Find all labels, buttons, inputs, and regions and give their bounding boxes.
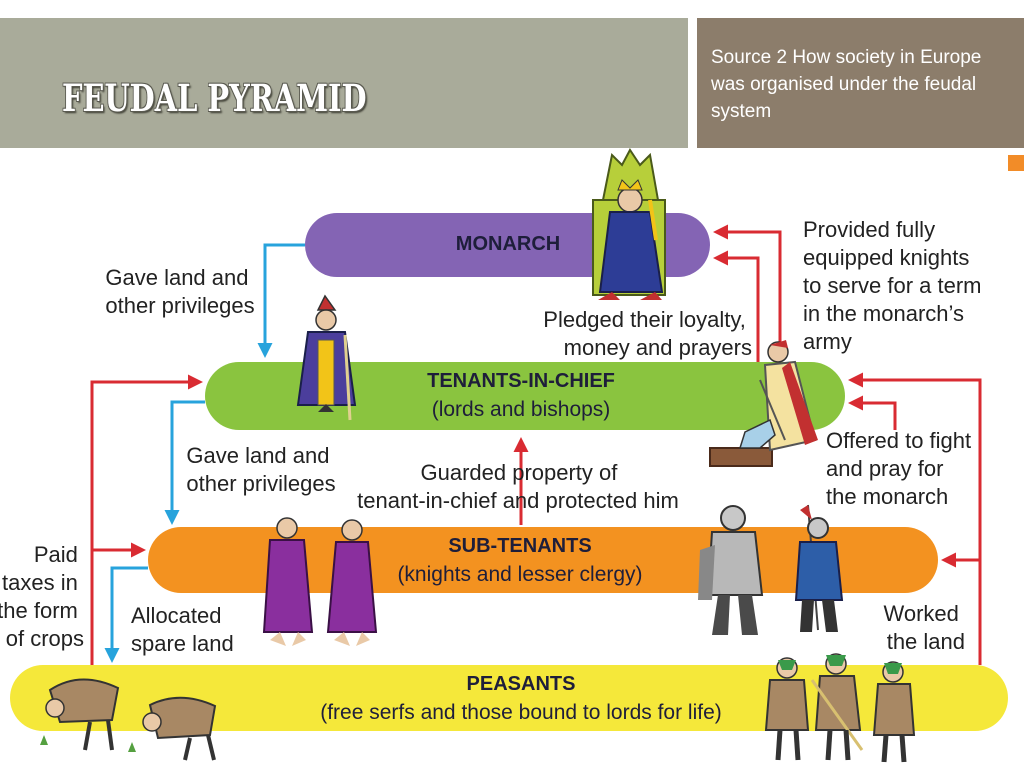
lord-kneeling-icon xyxy=(709,340,818,467)
label-offered: Offered to fight and pray for the monarc… xyxy=(826,428,977,509)
label-paid: Paid taxes in the form of crops xyxy=(0,542,84,651)
peasant-icon xyxy=(764,657,810,761)
tenants-title: TENANTS-IN-CHIEF xyxy=(427,370,615,392)
peasant-icon xyxy=(872,661,916,763)
source-caption: Source 2 How society in Europe was organ… xyxy=(711,47,982,122)
peasants-title: PEASANTS xyxy=(467,673,576,695)
monarch-title: MONARCH xyxy=(456,233,560,255)
arrow-offered xyxy=(848,395,897,430)
monk-icon xyxy=(262,517,314,646)
subtenants-subtitle: (knights and lesser clergy) xyxy=(397,563,642,586)
arrow-gave-land-2 xyxy=(164,400,205,525)
monk-icon xyxy=(326,519,378,646)
arrow-pledged xyxy=(713,250,760,362)
slide-title: FEUDAL PYRAMID xyxy=(62,76,367,120)
label-guarded: Guarded property of tenant-in-chief and … xyxy=(357,460,679,513)
label-pledged: Pledged their loyalty, money and prayers xyxy=(543,307,752,360)
peasants-subtitle: (free serfs and those bound to lords for… xyxy=(320,701,722,724)
accent-square xyxy=(1008,155,1024,171)
arrow-gave-land-1 xyxy=(257,243,305,358)
bishop-icon xyxy=(296,294,357,421)
peasant-bending-icon xyxy=(128,696,217,761)
arrow-worked-land xyxy=(848,372,982,665)
label-gave-land-1: Gave land and other privileges xyxy=(105,265,254,318)
arrow-allocated xyxy=(104,566,148,663)
label-worked: Worked the land xyxy=(883,601,965,654)
tenants-bar xyxy=(205,362,845,430)
label-gave-land-2: Gave land and other privileges xyxy=(186,443,335,496)
peasants-bar xyxy=(10,665,1008,731)
label-provided: Provided fully equipped knights to serve… xyxy=(803,217,988,354)
king-on-throne-icon xyxy=(592,148,666,300)
peasant-icon xyxy=(810,653,864,761)
subtenants-title: SUB-TENANTS xyxy=(448,535,591,557)
caption-box: Source 2 How society in Europe was organ… xyxy=(697,18,1024,148)
arrow-provided-knights xyxy=(713,224,782,362)
arrow-paid-taxes xyxy=(90,374,203,665)
knight-with-flag-icon xyxy=(794,504,844,632)
peasant-bending-icon xyxy=(40,678,120,751)
tenants-subtitle: (lords and bishops) xyxy=(432,398,611,421)
label-allocated: Allocated spare land xyxy=(131,603,234,656)
knight-icon xyxy=(698,505,764,635)
title-banner: FEUDAL PYRAMID xyxy=(0,18,688,148)
